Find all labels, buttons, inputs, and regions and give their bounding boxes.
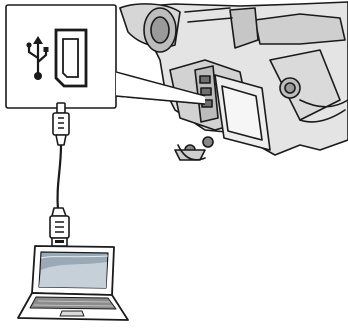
laptop xyxy=(18,246,128,320)
camcorder xyxy=(120,2,348,160)
mini-usb-plug xyxy=(53,103,69,145)
cable-wire xyxy=(58,145,61,210)
callout-box xyxy=(6,5,116,108)
laptop-touchpad xyxy=(60,311,84,316)
laptop-keyboard xyxy=(30,297,116,309)
usb-a-plug xyxy=(50,208,69,246)
usb-cable xyxy=(50,103,69,246)
